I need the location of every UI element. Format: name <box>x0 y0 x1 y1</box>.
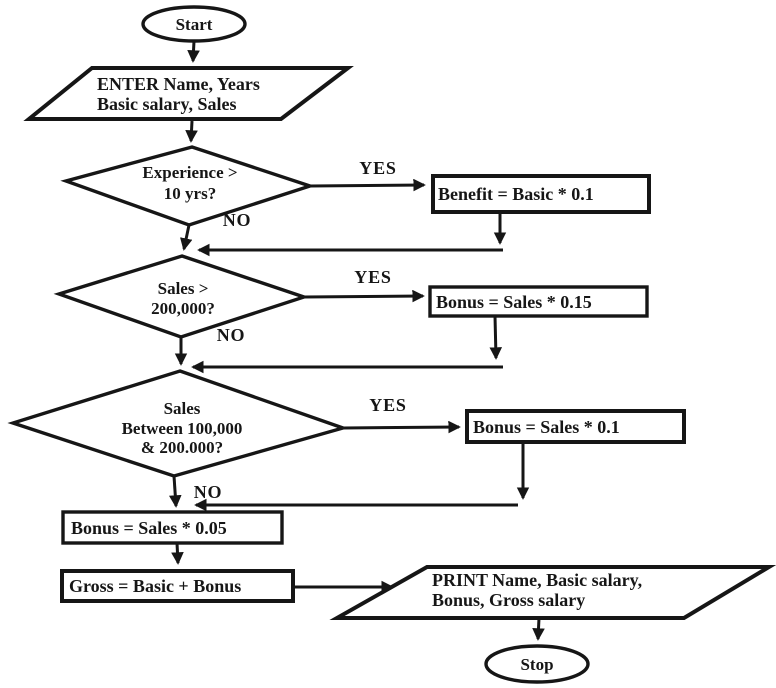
between-label-line3: & 200.000? <box>141 438 223 457</box>
experience-label-line2: 10 yrs? <box>164 184 216 203</box>
sales-yes-label: YES <box>354 267 391 287</box>
print-label-line1: PRINT Name, Basic salary, <box>432 570 642 590</box>
sales-no-label: NO <box>217 325 246 345</box>
between-no-label: NO <box>194 482 223 502</box>
edge-bonus15-down <box>489 315 503 360</box>
edge-sales-yes <box>303 289 425 303</box>
edge-print-to-stop <box>532 617 545 641</box>
sales-label-line2: 200,000? <box>151 299 215 318</box>
edge-experience-no <box>180 224 193 251</box>
bonus10-label: Bonus = Sales * 0.1 <box>473 417 620 437</box>
stop-label: Stop <box>520 655 553 674</box>
enter-label-line2: Basic salary, Sales <box>97 94 237 114</box>
enter-io-parallelogram <box>23 66 354 121</box>
stop-terminator <box>484 644 590 684</box>
bonus05-label: Bonus = Sales * 0.05 <box>71 518 227 538</box>
experience-yes-label: YES <box>359 158 396 178</box>
benefit-label: Benefit = Basic * 0.1 <box>438 184 594 204</box>
between-label-line1: Sales <box>164 399 201 418</box>
print-label-line2: Bonus, Gross salary <box>432 590 585 610</box>
bonus15-process-box <box>428 285 649 318</box>
sales-label-line1: Sales > <box>158 279 209 298</box>
benefit-process-box <box>431 174 651 214</box>
bonus05-process-box <box>61 510 284 545</box>
gross-label: Gross = Basic + Bonus <box>69 576 241 596</box>
edge-between-no <box>169 475 182 508</box>
edge-enter-to-experience <box>185 120 198 143</box>
edge-start-to-enter <box>187 40 200 63</box>
bonus10-process-box <box>465 409 686 444</box>
between-yes-label: YES <box>369 395 406 415</box>
enter-label-line1: ENTER Name, Years <box>97 74 260 94</box>
edge-experience-yes <box>309 178 426 192</box>
bonus15-label: Bonus = Sales * 0.15 <box>436 292 592 312</box>
start-label: Start <box>176 15 213 34</box>
edge-between-yes <box>342 420 461 434</box>
edge-bonus05-to-gross <box>171 542 184 565</box>
experience-no-label: NO <box>223 210 252 230</box>
between-label-line2: Between 100,000 <box>122 419 243 438</box>
print-io-parallelogram <box>329 565 776 620</box>
experience-label-line1: Experience > <box>142 163 237 182</box>
